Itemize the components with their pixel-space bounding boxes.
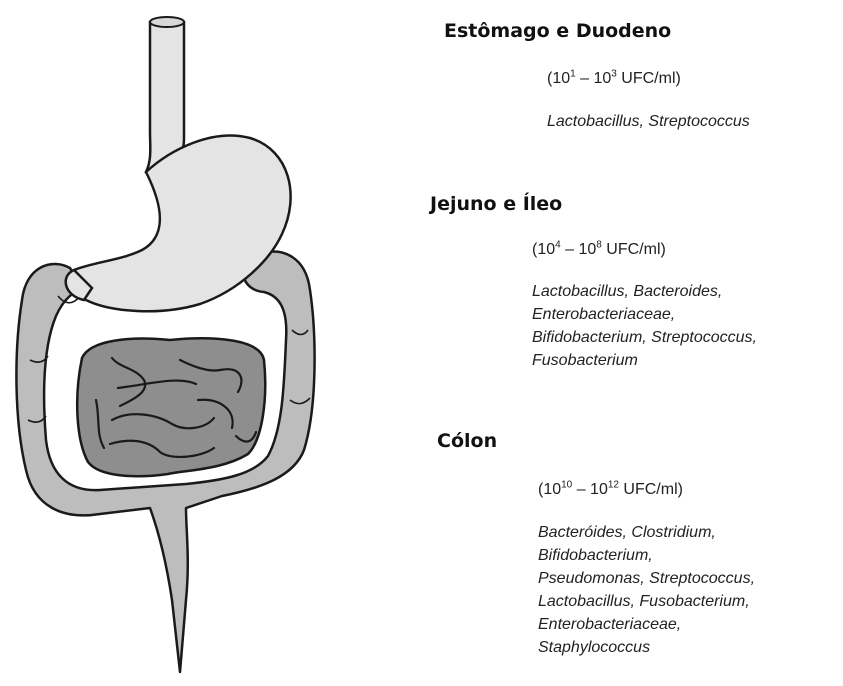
section-title-stomach-duodenum: Estômago e Duodeno: [444, 20, 671, 42]
section-title-colon: Cólon: [437, 430, 497, 452]
species-line: Enterobacteriaceae,: [532, 303, 757, 326]
conc-unit: UFC/ml: [619, 481, 678, 498]
conc-high-base: 10: [593, 70, 611, 87]
species-line: Lactobacillus, Streptococcus: [547, 110, 750, 133]
conc-separator: –: [572, 481, 590, 498]
conc-separator: –: [561, 241, 579, 258]
conc-high-base: 10: [590, 481, 608, 498]
concentration-range: (1010 – 1012 UFC/ml): [538, 481, 683, 499]
species-line: Lactobacillus, Bacteroides,: [532, 280, 757, 303]
conc-high-exponent: 12: [608, 480, 619, 491]
species-line: Pseudomonas, Streptococcus,: [538, 567, 755, 590]
species-line: Bifidobacterium,: [538, 544, 755, 567]
concentration-range: (104 – 108 UFC/ml): [532, 241, 666, 259]
species-line: Enterobacteriaceae,: [538, 613, 755, 636]
conc-high-base: 10: [578, 241, 596, 258]
species-list: Bacteróides, Clostridium, Bifidobacteriu…: [538, 521, 755, 659]
digestive-tract-illustration: [0, 0, 400, 686]
conc-low-base: 10: [537, 241, 555, 258]
species-line: Bifidobacterium, Streptococcus,: [532, 326, 757, 349]
concentration-range: (101 – 103 UFC/ml): [547, 70, 681, 88]
section-title-jejunum-ileum: Jejuno e Íleo: [430, 193, 562, 215]
species-list: Lactobacillus, Bacteroides, Enterobacter…: [532, 280, 757, 372]
conc-low-exponent: 10: [561, 480, 572, 491]
species-line: Staphylococcus: [538, 636, 755, 659]
species-line: Fusobacterium: [532, 349, 757, 372]
species-line: Bacteróides, Clostridium,: [538, 521, 755, 544]
conc-unit: UFC/ml: [602, 241, 661, 258]
species-list: Lactobacillus, Streptococcus: [547, 110, 750, 133]
conc-separator: –: [576, 70, 594, 87]
conc-low-base: 10: [552, 70, 570, 87]
esophagus-opening: [150, 17, 184, 27]
conc-low-base: 10: [543, 481, 561, 498]
conc-unit: UFC/ml: [617, 70, 676, 87]
species-line: Lactobacillus, Fusobacterium,: [538, 590, 755, 613]
